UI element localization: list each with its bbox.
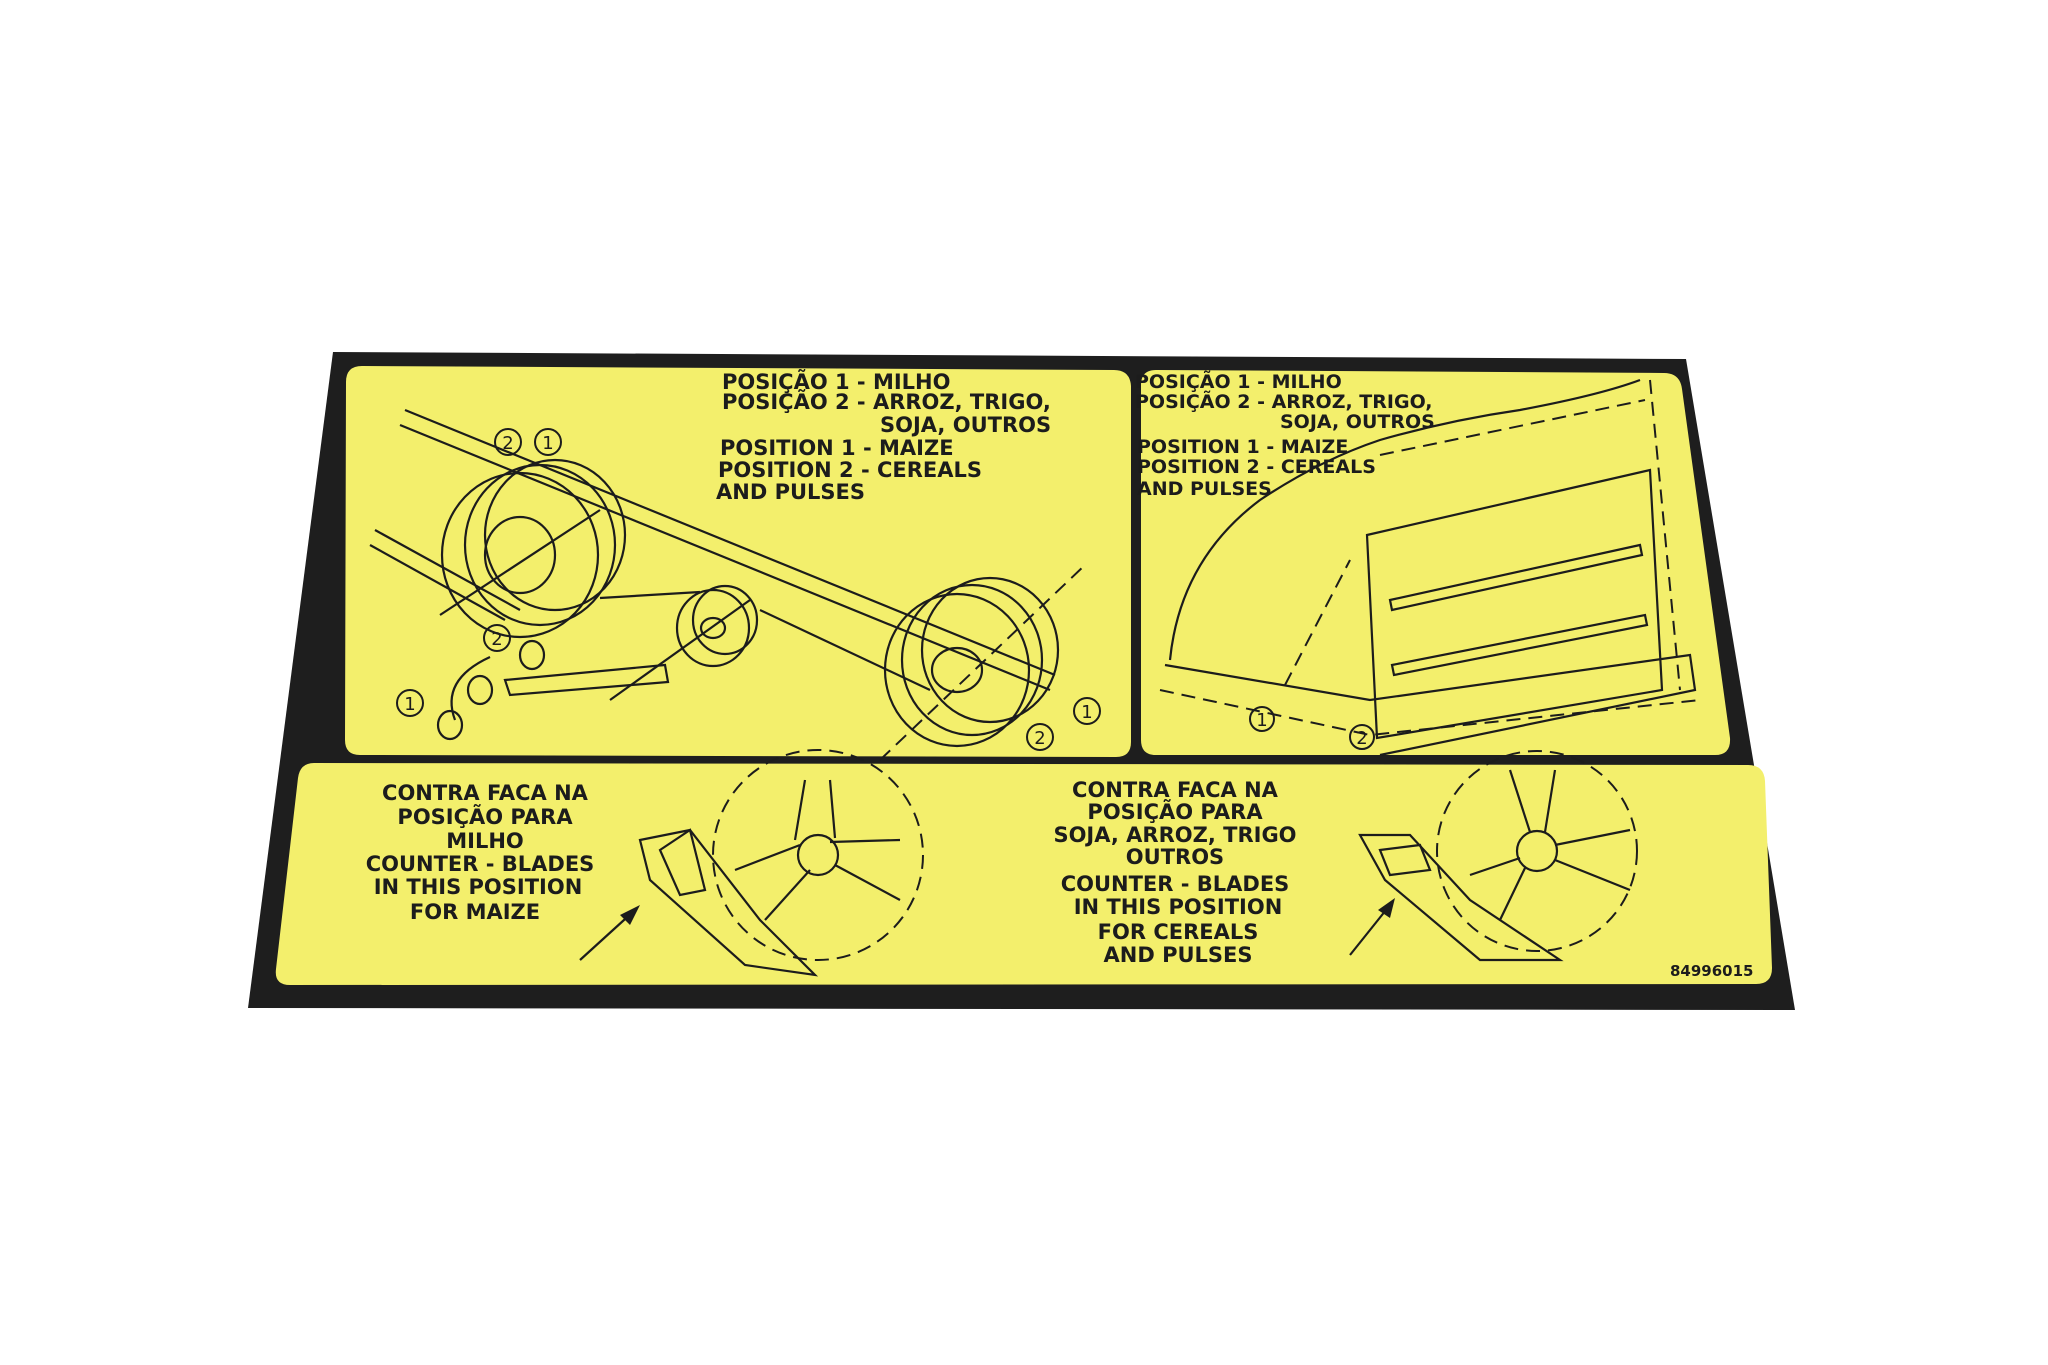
position-markers: 2 1 2 1 2 1 <box>396 428 1101 751</box>
marker-2: 2 <box>1349 724 1375 750</box>
marker-1: 1 <box>396 689 424 717</box>
svg-text:OUTROS: OUTROS <box>1126 845 1224 869</box>
svg-text:CONTRA FACA NA: CONTRA FACA NA <box>1072 778 1279 802</box>
marker-1: 1 <box>1073 697 1101 725</box>
svg-text:COUNTER - BLADES: COUNTER - BLADES <box>1061 872 1290 896</box>
svg-text:POSITION 2 - CEREALS: POSITION 2 - CEREALS <box>718 458 982 482</box>
belt-panel: 2 1 2 1 2 1 POSIÇÃO 1 - MILHO POSIÇÃO 2 … <box>345 366 1131 761</box>
belt-panel-text: POSIÇÃO 1 - MILHO POSIÇÃO 2 - ARROZ, TRI… <box>716 369 1051 504</box>
concave-panel: 1 2 POSIÇÃO 1 - MILHO POSIÇÃO 2 - ARROZ,… <box>1135 369 1731 757</box>
svg-text:AND PULSES: AND PULSES <box>716 480 865 504</box>
svg-text:2: 2 <box>502 433 513 454</box>
marker-2: 2 <box>494 428 522 456</box>
svg-text:FOR CEREALS: FOR CEREALS <box>1098 920 1259 944</box>
svg-text:POSITION 2 - CEREALS: POSITION 2 - CEREALS <box>1137 456 1376 478</box>
svg-text:CONTRA FACA NA: CONTRA FACA NA <box>382 781 589 805</box>
marker-1: 1 <box>534 428 562 456</box>
svg-text:IN THIS POSITION: IN THIS POSITION <box>374 875 583 899</box>
counter-blades-panel: CONTRA FACA NA POSIÇÃO PARA MILHO COUNTE… <box>275 749 1772 985</box>
svg-text:FOR MAIZE: FOR MAIZE <box>410 900 540 924</box>
position-markers: 1 2 <box>1249 706 1375 750</box>
svg-text:POSITION 1 - MAIZE: POSITION 1 - MAIZE <box>720 436 954 460</box>
marker-1: 1 <box>1249 706 1275 732</box>
counter-blades-cereals-text: CONTRA FACA NA POSIÇÃO PARA SOJA, ARROZ,… <box>1053 778 1296 967</box>
svg-text:AND PULSES: AND PULSES <box>1137 478 1272 500</box>
svg-text:POSIÇÃO PARA: POSIÇÃO PARA <box>1087 799 1263 824</box>
svg-text:MILHO: MILHO <box>446 829 524 853</box>
counter-blade-maize-drawing <box>579 749 924 977</box>
svg-text:POSIÇÃO PARA: POSIÇÃO PARA <box>397 804 573 829</box>
svg-text:POSIÇÃO 1 - MILHO: POSIÇÃO 1 - MILHO <box>722 369 950 394</box>
svg-text:2: 2 <box>1034 728 1045 749</box>
svg-text:AND PULSES: AND PULSES <box>1104 943 1253 967</box>
counter-blade-cereals-drawing <box>1349 750 1638 962</box>
svg-text:POSIÇÃO 1 - MILHO: POSIÇÃO 1 - MILHO <box>1135 369 1342 393</box>
svg-text:SOJA, OUTROS: SOJA, OUTROS <box>1280 411 1435 433</box>
svg-text:POSIÇÃO 2 - ARROZ, TRIGO,: POSIÇÃO 2 - ARROZ, TRIGO, <box>722 389 1051 414</box>
svg-text:COUNTER - BLADES: COUNTER - BLADES <box>366 852 595 876</box>
svg-text:1: 1 <box>542 433 553 454</box>
concave-panel-text: POSIÇÃO 1 - MILHO POSIÇÃO 2 - ARROZ, TRI… <box>1135 369 1435 500</box>
svg-text:1: 1 <box>1081 702 1092 723</box>
svg-text:SOJA, ARROZ, TRIGO: SOJA, ARROZ, TRIGO <box>1053 823 1296 847</box>
belt-pulley-drawing <box>369 408 1086 761</box>
svg-text:2: 2 <box>1356 728 1367 749</box>
marker-2: 2 <box>483 624 511 652</box>
marker-2: 2 <box>1026 723 1054 751</box>
svg-text:1: 1 <box>404 694 415 715</box>
part-number: 84996015 <box>1670 962 1754 980</box>
svg-text:2: 2 <box>491 629 502 650</box>
svg-text:POSIÇÃO 2 - ARROZ, TRIGO,: POSIÇÃO 2 - ARROZ, TRIGO, <box>1135 389 1433 413</box>
svg-text:POSITION 1 - MAIZE: POSITION 1 - MAIZE <box>1137 436 1348 458</box>
svg-text:1: 1 <box>1256 710 1267 731</box>
svg-text:IN THIS POSITION: IN THIS POSITION <box>1074 895 1283 919</box>
concave-drawing <box>1159 378 1701 757</box>
counter-blades-maize-text: CONTRA FACA NA POSIÇÃO PARA MILHO COUNTE… <box>366 781 595 924</box>
svg-text:SOJA, OUTROS: SOJA, OUTROS <box>880 413 1051 437</box>
